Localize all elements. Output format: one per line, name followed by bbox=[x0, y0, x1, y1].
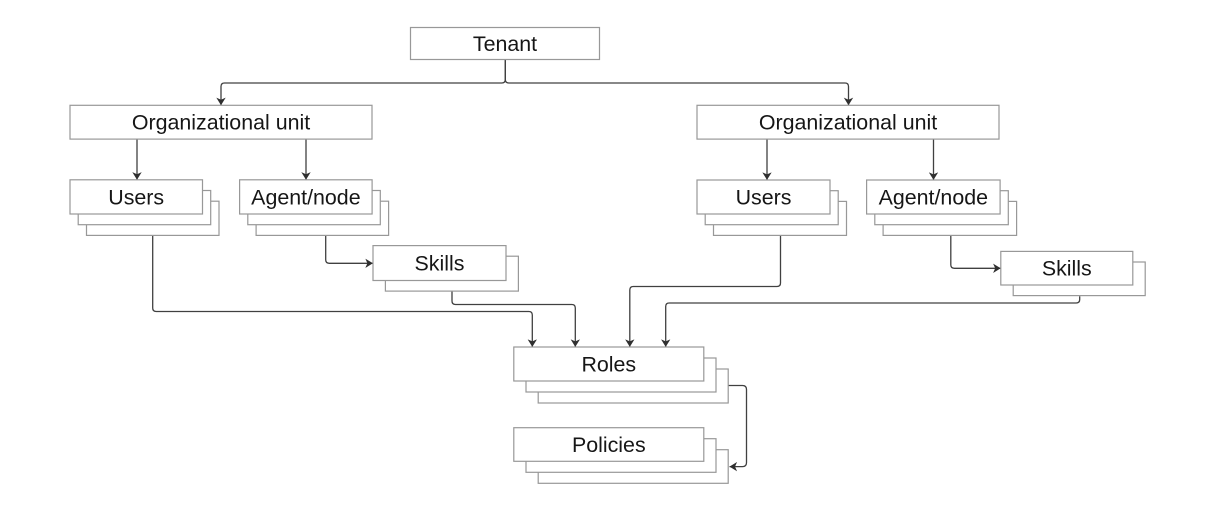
svg-text:Tenant: Tenant bbox=[473, 32, 537, 56]
svg-text:Skills: Skills bbox=[1042, 257, 1092, 281]
svg-text:Organizational unit: Organizational unit bbox=[759, 111, 937, 135]
svg-text:Organizational unit: Organizational unit bbox=[132, 111, 310, 135]
svg-text:Skills: Skills bbox=[415, 252, 465, 276]
svg-text:Agent/node: Agent/node bbox=[251, 185, 360, 209]
svg-text:Users: Users bbox=[736, 185, 792, 209]
svg-text:Users: Users bbox=[108, 185, 164, 209]
svg-text:Policies: Policies bbox=[572, 433, 646, 457]
svg-text:Agent/node: Agent/node bbox=[879, 185, 988, 209]
svg-text:Roles: Roles bbox=[581, 352, 636, 376]
